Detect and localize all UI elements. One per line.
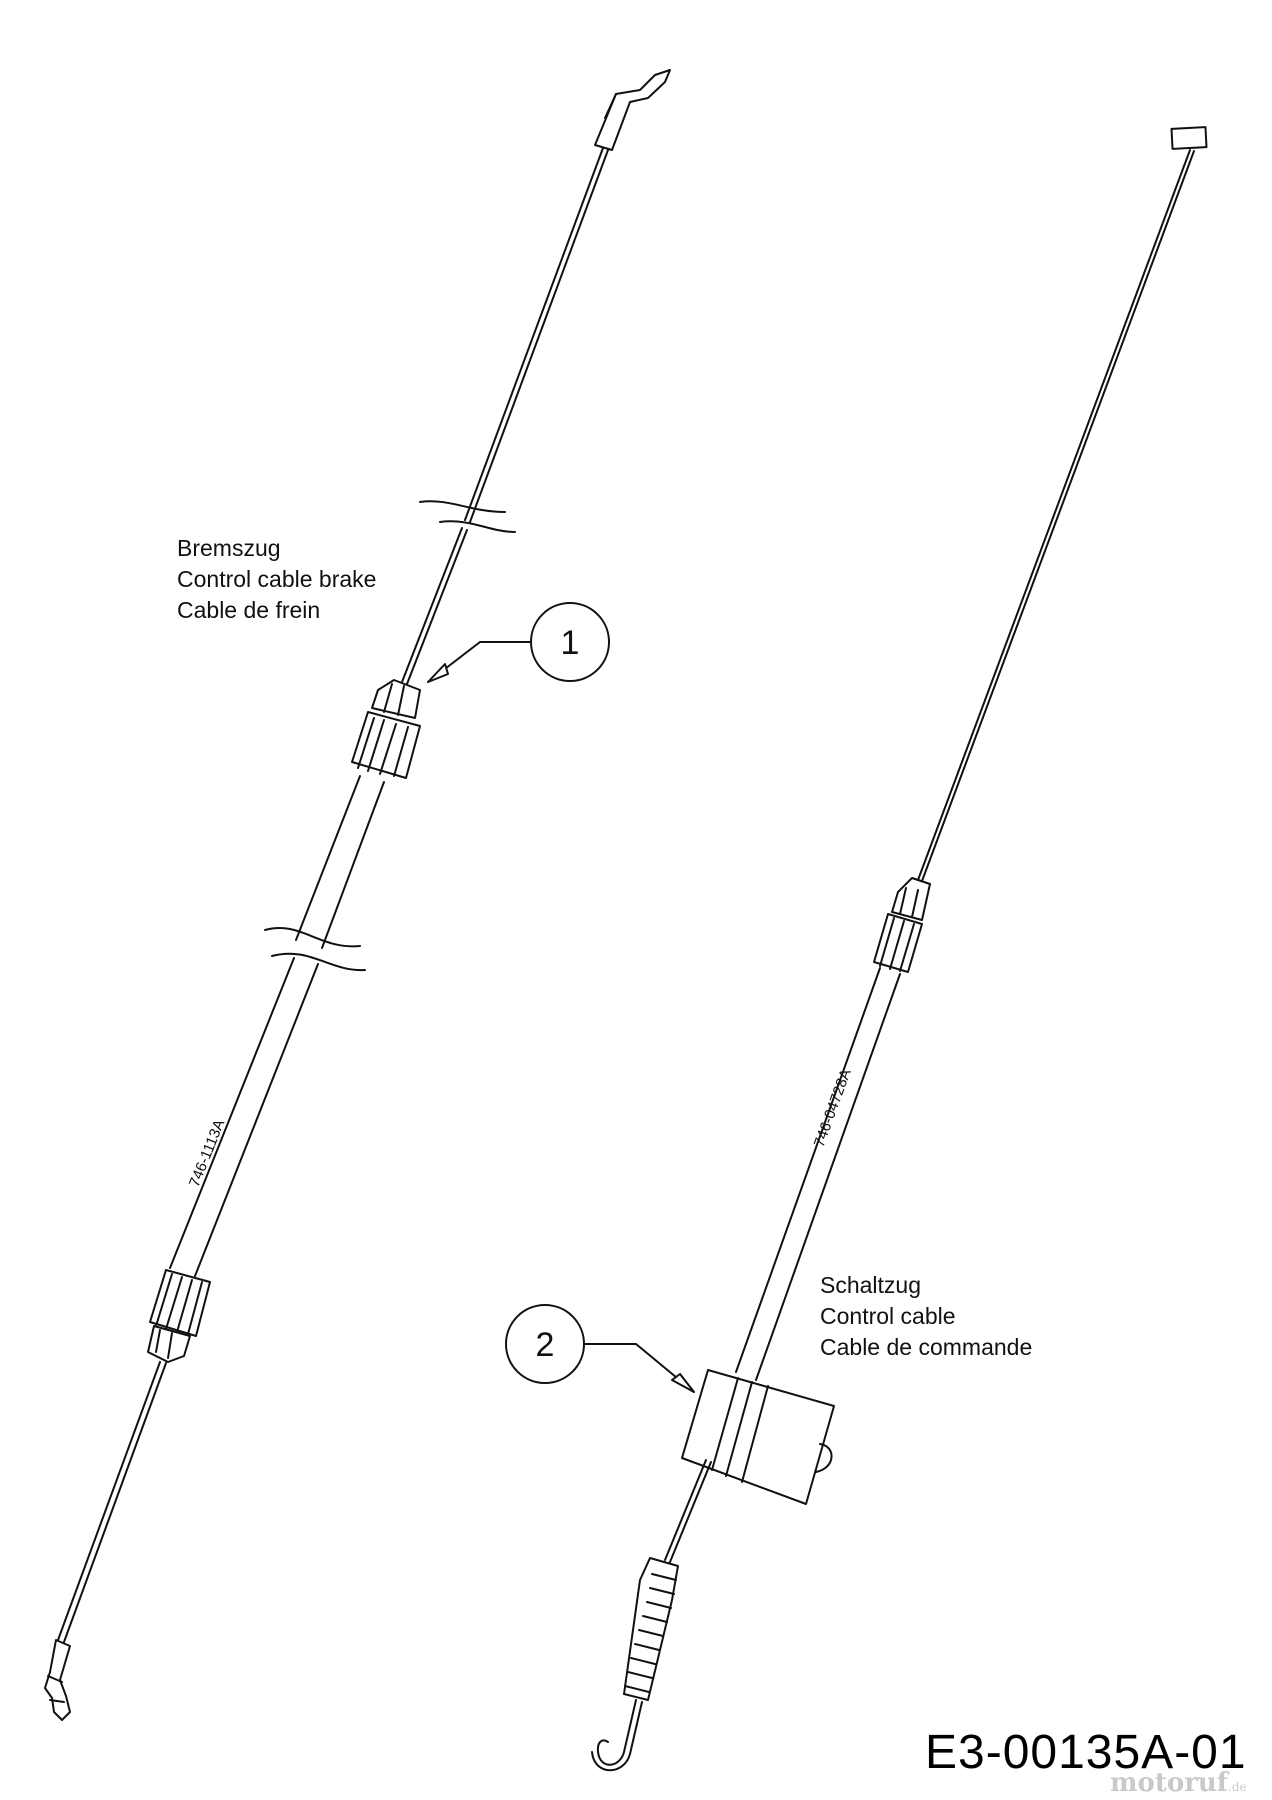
control-cable-label-fr: Cable de commande	[820, 1334, 1033, 1360]
control-cable-block	[681, 1369, 835, 1505]
control-cable-hook	[596, 1699, 637, 1766]
brake-cable-part-number: 746-1113A	[186, 1117, 228, 1189]
control-cable-top-end-fitting	[1170, 126, 1208, 150]
watermark-brand: motoruf	[1110, 1768, 1228, 1798]
control-cable-part-number: 746-04728A	[811, 1067, 855, 1150]
control-cable-label: Schaltzug Control cable Cable de command…	[820, 1270, 1032, 1363]
control-cable-ferrule	[891, 877, 931, 921]
brake-cable-lower-ferrule	[147, 1325, 191, 1363]
control-cable-spring	[623, 1557, 679, 1701]
brake-cable-upper-adjuster	[351, 711, 421, 779]
brake-cable-break-mark	[419, 500, 516, 533]
brake-cable-top-end-fitting	[594, 69, 671, 151]
brake-cable-label: Bremszug Control cable brake Cable de fr…	[177, 533, 376, 626]
control-cable-label-de: Schaltzug	[820, 1272, 922, 1298]
control-cable-label-en: Control cable	[820, 1303, 956, 1329]
brake-cable-upper-ferrule	[371, 679, 421, 719]
watermark-logo: motoruf.de	[1110, 1768, 1247, 1798]
brake-cable-break-mark-lower	[264, 927, 366, 972]
callout-2: 2	[505, 1304, 695, 1393]
control-cable: 746-04728A	[591, 126, 1208, 1772]
brake-cable-bottom-end-fitting	[44, 1639, 71, 1721]
brake-cable: 746-1113A	[44, 69, 671, 1721]
callout-2-number: 2	[536, 1326, 555, 1364]
brake-cable-label-de: Bremszug	[177, 535, 281, 561]
brake-cable-label-fr: Cable de frein	[177, 597, 321, 623]
brake-cable-lower-adjuster	[149, 1269, 211, 1337]
control-cable-adjuster	[873, 913, 923, 973]
brake-cable-label-en: Control cable brake	[177, 566, 377, 592]
watermark-suffix: .de	[1228, 1780, 1247, 1794]
callout-1-number: 1	[561, 624, 580, 662]
drawing-id: E3-00135A-01	[925, 1726, 1247, 1779]
callout-1: 1	[427, 602, 610, 683]
